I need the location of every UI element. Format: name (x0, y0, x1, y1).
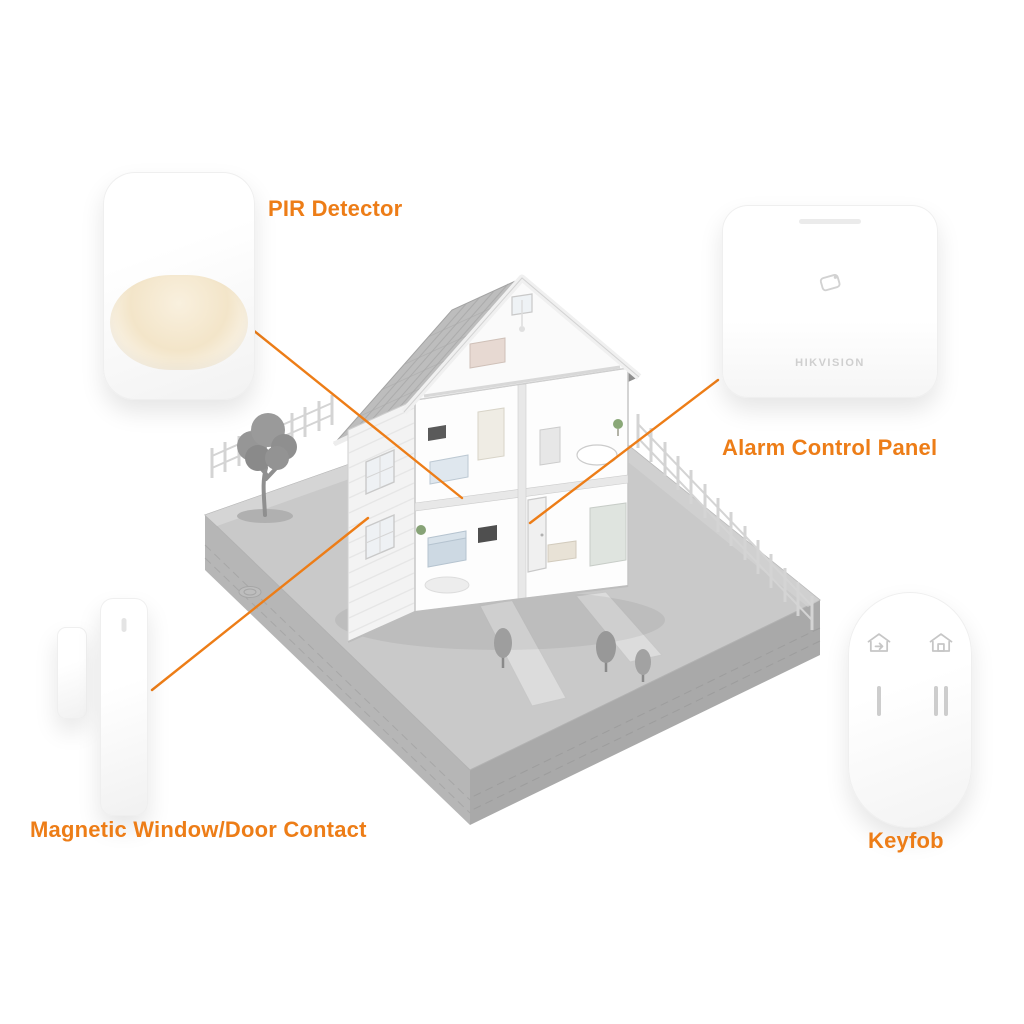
connector-pir (251, 328, 464, 500)
room-living (416, 525, 497, 594)
nfc-card-tap-icon (819, 274, 841, 292)
brand-text: HIKVISION (795, 357, 865, 370)
garden-manhole (238, 586, 262, 598)
double-bar-button-icon (934, 684, 948, 718)
arm-away-house-icon (867, 633, 891, 652)
left-wall (347, 399, 416, 643)
connector-contact (150, 516, 370, 692)
keyfob-device (848, 592, 972, 828)
disarm-home-house-icon (929, 633, 953, 652)
house (332, 274, 642, 643)
room-bathroom (539, 419, 623, 466)
left-wall-window-upper (365, 448, 395, 496)
fence-right (636, 414, 814, 630)
house-base (347, 585, 629, 643)
keyfob-label: Keyfob (868, 828, 944, 853)
pir-lens (110, 274, 248, 371)
alarm-control-panel-device: HIKVISION (722, 205, 938, 398)
room-bedroom (428, 407, 505, 485)
speaker-slit (799, 219, 861, 224)
single-bar-button-icon (877, 684, 881, 718)
pir-detector-device (103, 172, 255, 400)
contact-led-slot (121, 618, 127, 632)
magnetic-contact-sensor-part (100, 598, 148, 816)
pir-detector-label: PIR Detector (268, 196, 403, 221)
magnetic-contact-label: Magnetic Window/Door Contact (30, 817, 367, 842)
path-trees (494, 628, 651, 682)
cutaway-rooms-face (414, 367, 629, 613)
connector-lines (150, 328, 720, 692)
room-kitchen (527, 496, 627, 573)
garden-tree (237, 413, 297, 523)
alarm-control-panel-label: Alarm Control Panel (722, 435, 938, 460)
magnetic-contact-magnet-part (57, 627, 87, 719)
connector-panel (528, 378, 720, 525)
left-wall-window-lower (365, 513, 395, 561)
